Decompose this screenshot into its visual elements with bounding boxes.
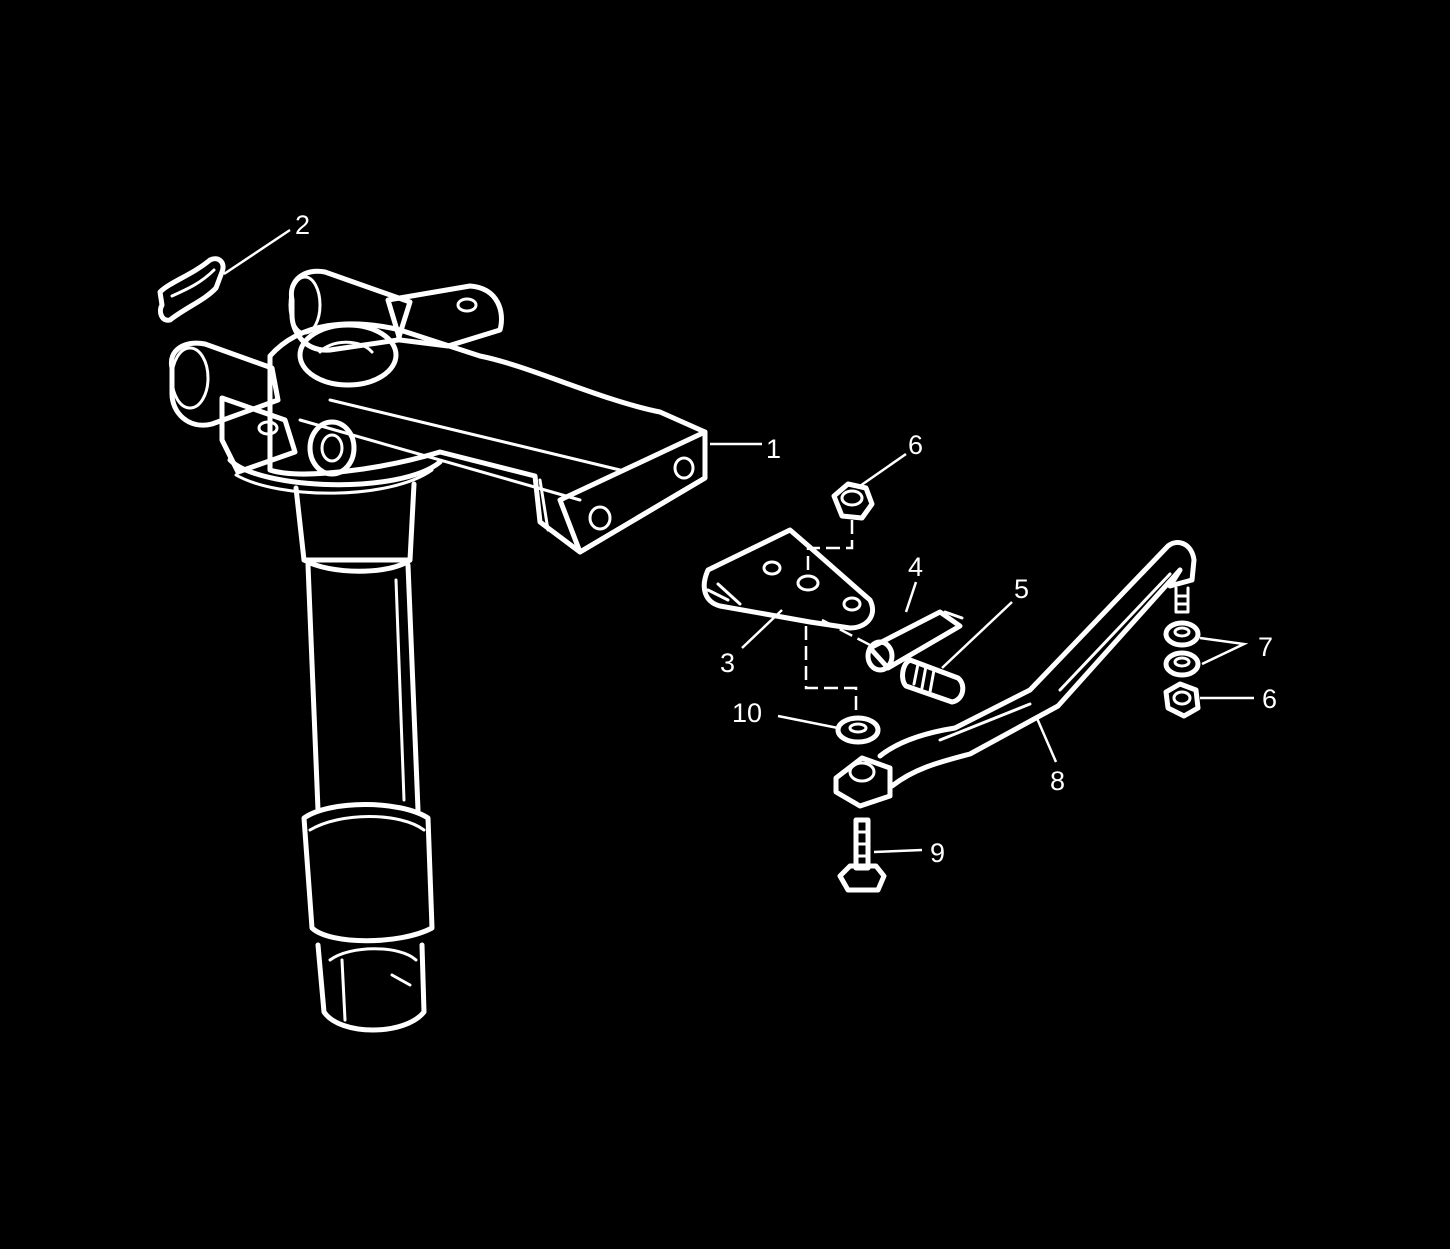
link-rod-part — [833, 540, 1197, 809]
bolt-part — [837, 817, 887, 893]
callout-7: 7 — [1258, 632, 1273, 662]
nut-lower-part — [1163, 681, 1201, 719]
callout-10: 10 — [732, 698, 762, 728]
leader-lines — [223, 228, 1254, 854]
washer-part — [835, 715, 881, 745]
callout-5: 5 — [1014, 574, 1029, 604]
callout-8: 8 — [1050, 766, 1065, 796]
callout-4: 4 — [908, 552, 923, 582]
screw-part — [900, 657, 966, 705]
callout-9: 9 — [930, 838, 945, 868]
nut-upper-part — [831, 481, 875, 521]
callout-6-upper: 6 — [908, 430, 923, 460]
swivel-bracket-assembly — [168, 268, 708, 1033]
assembly-guide-lines — [804, 520, 871, 716]
callout-1: 1 — [766, 434, 781, 464]
washers-part — [1163, 620, 1201, 678]
callout-2: 2 — [295, 210, 310, 240]
callout-6-lower: 6 — [1262, 684, 1277, 714]
callout-3: 3 — [720, 648, 735, 678]
link-bracket-part — [701, 527, 875, 631]
pin-part — [865, 609, 964, 673]
clip-part — [157, 256, 226, 323]
callout-labels: 2 1 6 4 5 3 7 6 10 8 9 — [295, 210, 1277, 868]
